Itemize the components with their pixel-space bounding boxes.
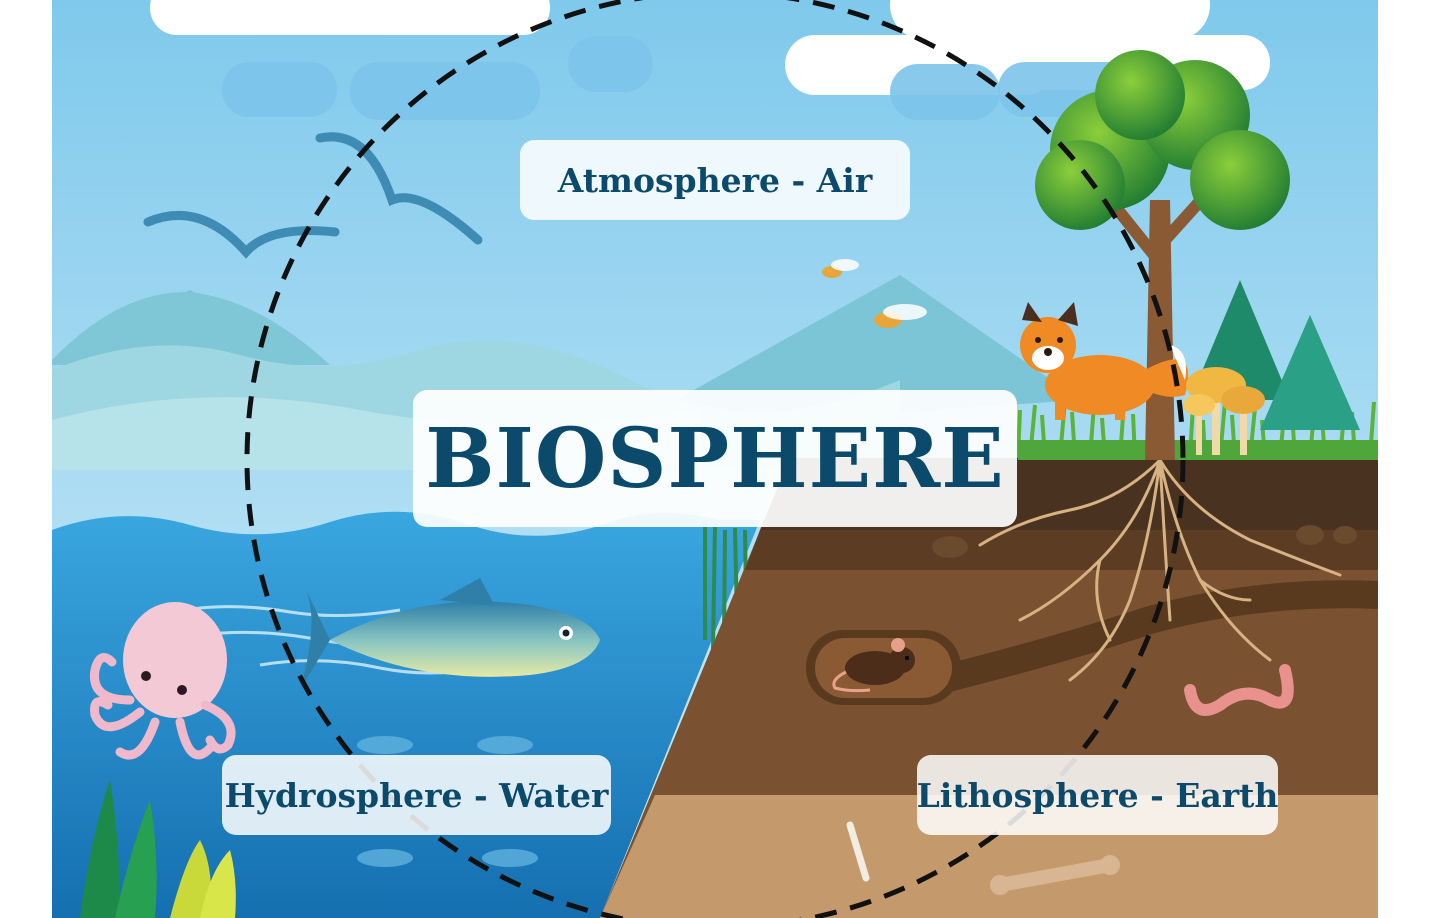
tree-roots [978,458,1342,682]
hydrosphere-label: Hydrosphere - Water [222,755,611,835]
atmosphere-label: Atmosphere - Air [520,140,910,220]
seaweed [80,780,236,918]
tree-icon [1035,50,1290,460]
worm-icon [1184,664,1294,716]
biosphere-title: BIOSPHERE [413,390,1017,527]
fish-school [357,736,538,867]
buried-leaves [932,525,1357,558]
mouse-icon [832,638,915,693]
octopus-icon [89,602,236,760]
cloud-icon [150,0,1270,120]
bone-icon [846,821,1120,895]
bird-icon [143,132,483,259]
burrow-tunnel [926,580,1378,694]
bee-icon [822,259,927,328]
mushroom-icon [1183,367,1265,455]
fox-icon [1020,302,1189,420]
fish-icon [300,578,600,690]
biosphere-boundary-circle [244,0,1186,918]
lithosphere-label: Lithosphere - Earth [917,755,1278,835]
